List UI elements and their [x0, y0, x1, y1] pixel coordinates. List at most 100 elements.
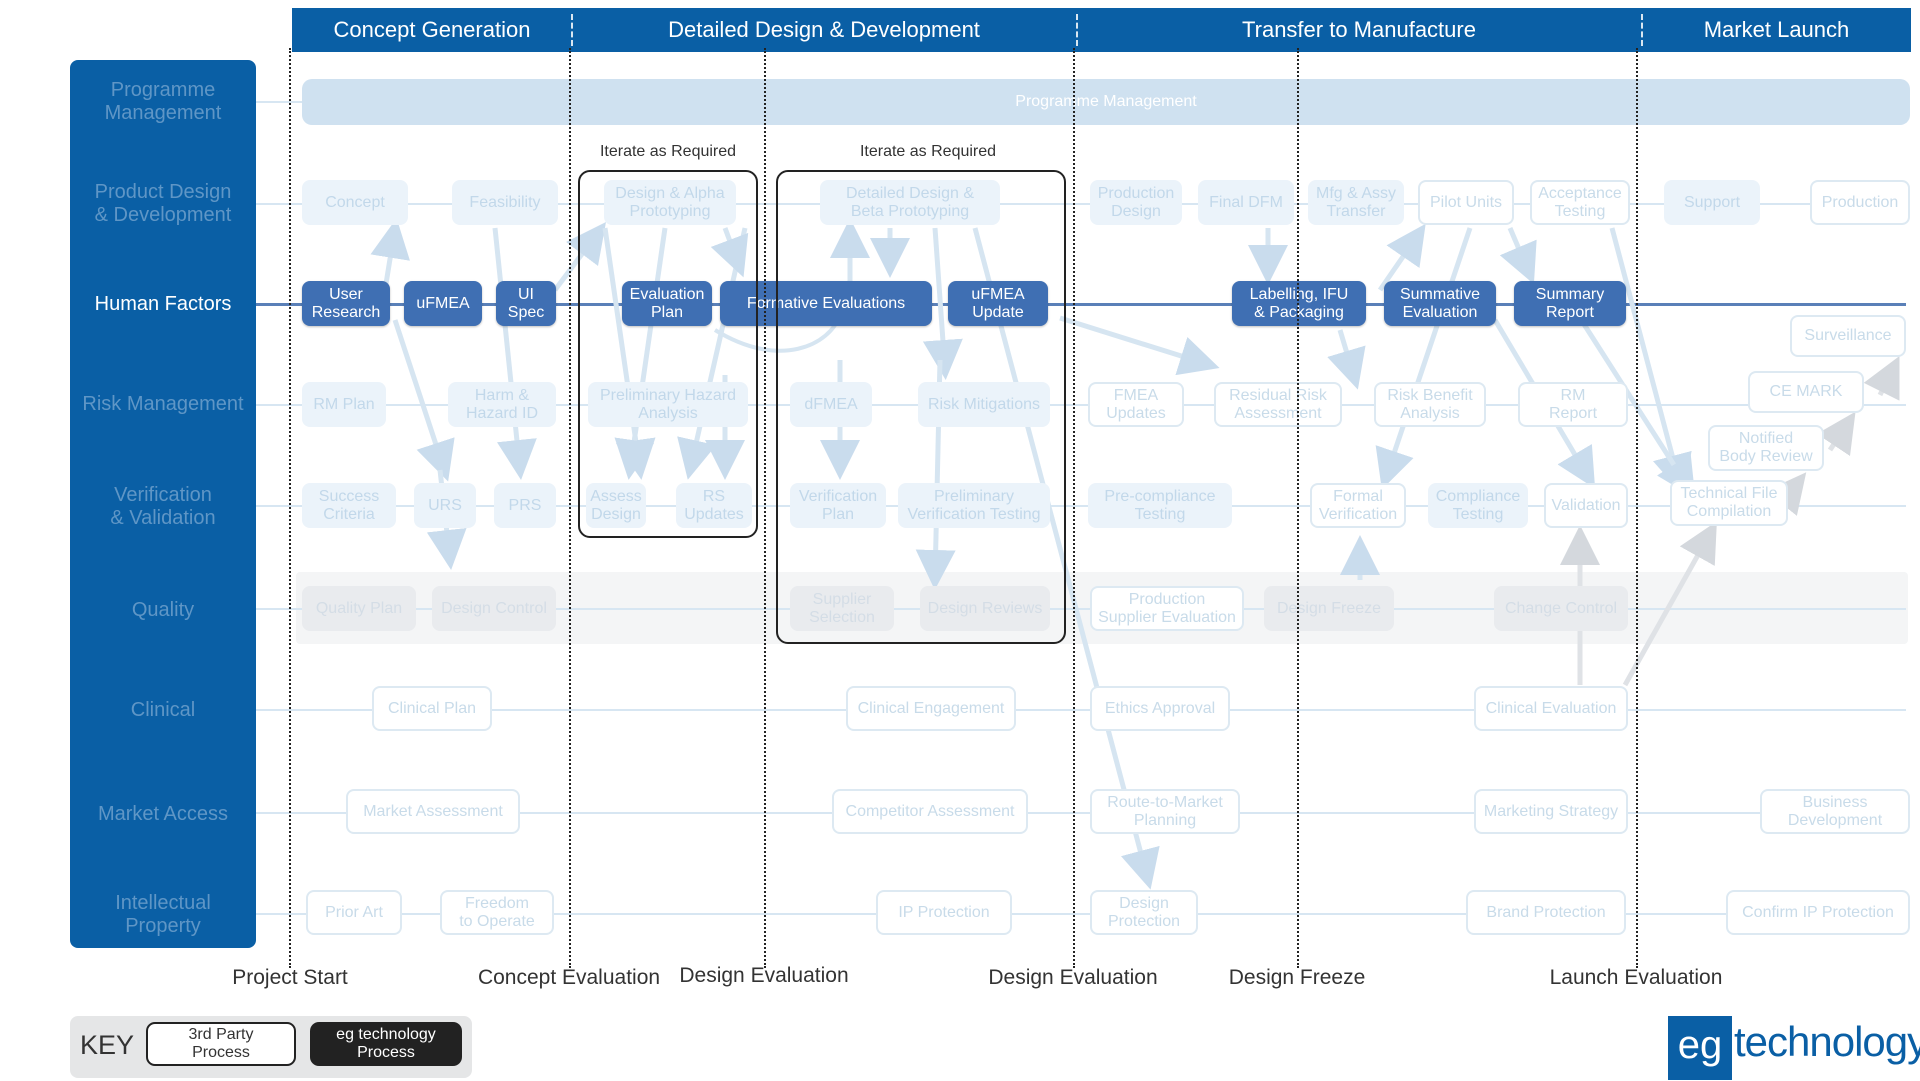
milestone-line [569, 48, 571, 968]
lane-line [256, 505, 1906, 507]
key-eg-technology-process: eg technology Process [310, 1022, 462, 1066]
pd-acceptance-testing: Acceptance Testing [1530, 180, 1630, 225]
iterate-box-1 [578, 170, 758, 538]
logo-mark: eg [1668, 1016, 1732, 1080]
pd-pilot-units: Pilot Units [1418, 180, 1514, 225]
market-route-to-market: Route-to-Market Planning [1090, 789, 1240, 834]
lane-line [256, 913, 1906, 915]
vv-rs-updates: RS Updates [676, 483, 752, 528]
pd-mfg-assy-transfer: Mfg & Assy Transfer [1308, 180, 1404, 225]
iterate-box-2 [776, 170, 1066, 644]
lane-line [256, 812, 1906, 814]
logo-text: technology [1734, 1018, 1920, 1065]
vv-assess-design: Assess Design [586, 483, 646, 528]
milestone-line [1073, 48, 1075, 968]
milestone-design-evaluation-1: Design Evaluation [679, 964, 849, 987]
lane-label-product-design: Product Design & Development [94, 181, 232, 226]
rm-report: RM Report [1518, 382, 1628, 427]
launch-technical-file-compilation: Technical File Compilation [1670, 480, 1788, 526]
pd-feasibility: Feasibility [452, 180, 558, 225]
lane-line-human-factors [256, 303, 1906, 306]
phase-divider [1076, 14, 1078, 46]
lane-label-programme-management: Programme Management [104, 79, 222, 124]
lane-label-verification-validation: Verification & Validation [110, 484, 216, 529]
market-marketing-strategy: Marketing Strategy [1474, 789, 1628, 834]
lane-label-clinical: Clinical [130, 699, 196, 721]
key-label: KEY [80, 1030, 135, 1060]
milestone-design-evaluation-2: Design Evaluation [988, 966, 1158, 989]
phase-concept-generation: Concept Generation [333, 17, 531, 42]
hf-labelling-ifu-packaging: Labelling, IFU & Packaging [1232, 281, 1366, 326]
iterate-label-1: Iterate as Required [599, 143, 737, 160]
hf-formative-evaluations: Formative Evaluations [720, 281, 932, 326]
rm-risk-mitigations: Risk Mitigations [918, 382, 1050, 427]
lane-line [256, 608, 1906, 610]
ip-protection: IP Protection [876, 890, 1012, 935]
milestone-line [1297, 48, 1299, 968]
vv-preliminary-verification-testing: Preliminary Verification Testing [898, 483, 1050, 528]
ip-freedom-to-operate: Freedom to Operate [440, 890, 554, 935]
launch-surveillance: Surveillance [1790, 315, 1906, 357]
clinical-ethics-approval: Ethics Approval [1090, 686, 1230, 731]
milestone-project-start: Project Start [232, 966, 348, 989]
market-business-development: Business Development [1760, 789, 1910, 834]
rm-risk-benefit-analysis: Risk Benefit Analysis [1374, 382, 1486, 427]
clinical-evaluation: Clinical Evaluation [1474, 686, 1628, 731]
milestone-concept-evaluation: Concept Evaluation [477, 966, 661, 989]
quality-design-control: Design Control [432, 586, 556, 631]
phase-market-launch: Market Launch [1703, 17, 1850, 42]
lane-label-human-factors: Human Factors [94, 293, 232, 315]
quality-supplier-selection: Supplier Selection [790, 586, 894, 631]
hf-ufmea: uFMEA [404, 281, 482, 326]
vv-pre-compliance-testing: Pre-compliance Testing [1088, 483, 1232, 528]
milestone-design-freeze: Design Freeze [1228, 966, 1366, 989]
pd-support: Support [1664, 180, 1760, 225]
quality-plan: Quality Plan [302, 586, 416, 631]
quality-production-supplier-evaluation: Production Supplier Evaluation [1090, 586, 1244, 631]
rm-harm-hazard-id: Harm & Hazard ID [448, 382, 556, 427]
hf-summative-evaluation: Summative Evaluation [1384, 281, 1496, 326]
pd-final-dfm: Final DFM [1198, 180, 1294, 225]
milestone-launch-evaluation: Launch Evaluation [1549, 966, 1723, 989]
pd-production: Production [1810, 180, 1910, 225]
hf-user-research: User Research [302, 281, 390, 326]
lane-sidebar [70, 60, 256, 948]
milestone-line [289, 48, 291, 968]
hf-ufmea-update: uFMEA Update [948, 281, 1048, 326]
vv-formal-verification: Formal Verification [1310, 483, 1406, 528]
ip-design-protection: Design Protection [1090, 890, 1198, 935]
ip-confirm-protection: Confirm IP Protection [1726, 890, 1910, 935]
hf-ui-spec: UI Spec [496, 281, 556, 326]
lane-label-market-access: Market Access [97, 803, 229, 825]
lane-label-quality: Quality [131, 599, 195, 621]
pd-concept: Concept [302, 180, 408, 225]
launch-notified-body-review: Notified Body Review [1708, 425, 1824, 471]
phase-detailed-design: Detailed Design & Development [668, 17, 980, 42]
lane-line [256, 203, 1906, 205]
vv-validation: Validation [1544, 483, 1628, 528]
market-competitor-assessment: Competitor Assessment [832, 789, 1028, 834]
phase-transfer-to-manufacture: Transfer to Manufacture [1242, 17, 1476, 42]
rm-fmea-updates: FMEA Updates [1088, 382, 1184, 427]
phase-divider [571, 14, 573, 46]
phase-divider [1641, 14, 1643, 46]
pd-design-alpha-prototyping: Design & Alpha Prototyping [604, 180, 736, 225]
rm-plan: RM Plan [302, 382, 386, 427]
quality-design-reviews: Design Reviews [920, 586, 1050, 631]
ip-brand-protection: Brand Protection [1466, 890, 1626, 935]
market-assessment: Market Assessment [346, 789, 520, 834]
quality-design-freeze: Design Freeze [1264, 586, 1394, 631]
vv-verification-plan: Verification Plan [790, 483, 886, 528]
key-third-party-process: 3rd Party Process [146, 1022, 296, 1066]
ip-prior-art: Prior Art [306, 890, 402, 935]
milestone-line [1636, 48, 1638, 968]
launch-ce-mark: CE MARK [1748, 371, 1864, 413]
clinical-plan: Clinical Plan [372, 686, 492, 731]
lane-label-risk-management: Risk Management [82, 393, 244, 415]
hf-summary-report: Summary Report [1514, 281, 1626, 326]
lane-line [256, 404, 1906, 406]
iterate-label-2: Iterate as Required [859, 143, 997, 160]
quality-change-control: Change Control [1494, 586, 1628, 631]
